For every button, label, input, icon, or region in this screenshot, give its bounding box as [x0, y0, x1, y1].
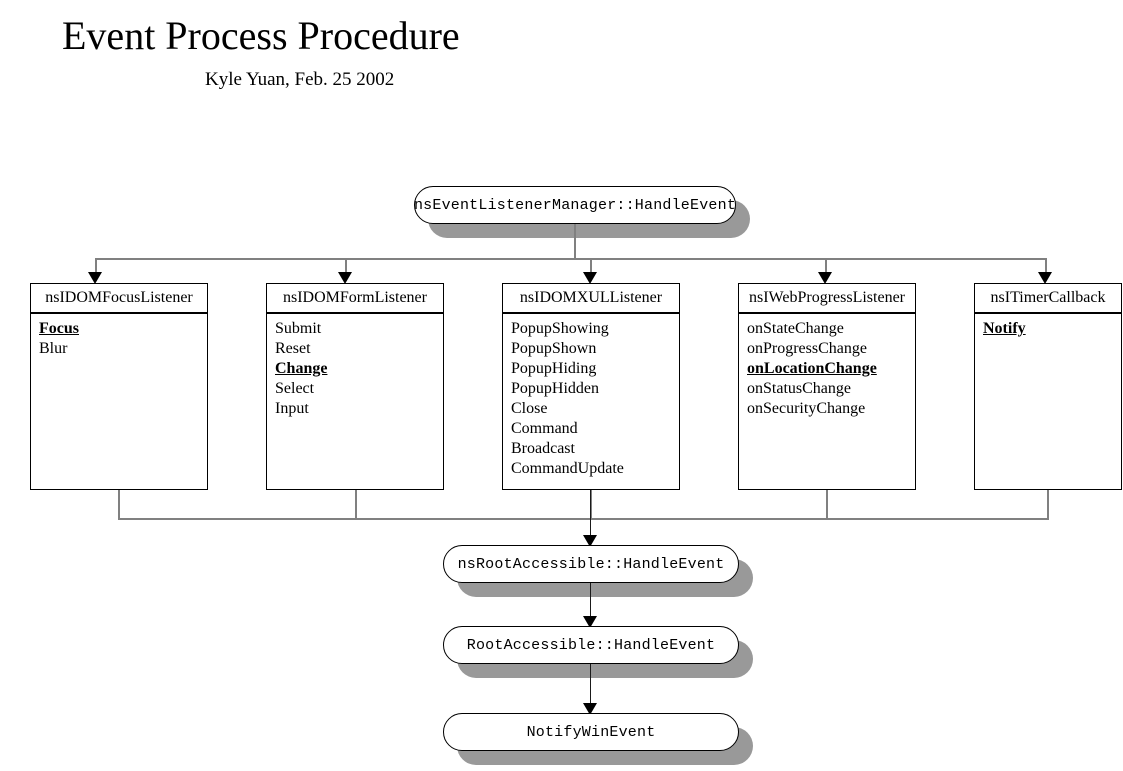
- method-item[interactable]: Focus: [39, 320, 79, 337]
- arrowhead-focus: [88, 272, 102, 284]
- arrowhead-root-accessible: [583, 535, 597, 547]
- node-entry[interactable]: nsEventListenerManager::HandleEvent: [414, 186, 750, 238]
- connector-stub-xul: [590, 490, 592, 518]
- method-item[interactable]: onProgressChange: [747, 340, 867, 357]
- connector-stub-form: [355, 490, 357, 518]
- interface-header: nsIDOMFocusListener: [30, 283, 208, 313]
- node-notify-win-event-body: NotifyWinEvent: [443, 713, 739, 751]
- page-subtitle: Kyle Yuan, Feb. 25 2002: [205, 69, 395, 90]
- node-root-accessible[interactable]: nsRootAccessible::HandleEvent: [443, 545, 753, 597]
- interface-box-nsidomformlistener[interactable]: nsIDOMFormListener Submit Reset Change S…: [266, 283, 444, 490]
- method-item[interactable]: PopupHiding: [511, 360, 597, 377]
- connector-fanout-bus: [95, 258, 1046, 260]
- node-notify-win-event-label: NotifyWinEvent: [526, 723, 656, 741]
- node-root-accessible-impl-label: RootAccessible::HandleEvent: [466, 636, 716, 654]
- method-item[interactable]: Change: [275, 360, 328, 377]
- interface-box-nsidomfocuslistener[interactable]: nsIDOMFocusListener Focus Blur: [30, 283, 208, 490]
- method-item[interactable]: onStatusChange: [747, 380, 851, 397]
- method-item[interactable]: Blur: [39, 340, 68, 357]
- method-item[interactable]: onLocationChange: [747, 360, 877, 377]
- arrowhead-webprogress: [818, 272, 832, 284]
- connector-drop-xul: [590, 258, 592, 274]
- interface-title: nsIDOMFocusListener: [45, 289, 193, 306]
- method-item[interactable]: Reset: [275, 340, 311, 357]
- node-root-accessible-impl[interactable]: RootAccessible::HandleEvent: [443, 626, 753, 678]
- method-item[interactable]: Input: [275, 400, 309, 417]
- interface-method-list: Submit Reset Change Select Input: [266, 313, 444, 490]
- node-entry-label: nsEventListenerManager::HandleEvent: [413, 196, 737, 214]
- interface-title: nsIDOMFormListener: [283, 289, 427, 306]
- interface-header: nsIDOMFormListener: [266, 283, 444, 313]
- method-item[interactable]: PopupHidden: [511, 380, 599, 397]
- method-item[interactable]: Command: [511, 420, 578, 437]
- interface-method-list: Notify: [974, 313, 1122, 490]
- method-item[interactable]: Broadcast: [511, 440, 575, 457]
- interface-box-nsiwebprogresslistener[interactable]: nsIWebProgressListener onStateChange onP…: [738, 283, 916, 490]
- node-notify-win-event[interactable]: NotifyWinEvent: [443, 713, 753, 765]
- method-item[interactable]: PopupShowing: [511, 320, 609, 337]
- interface-method-list: PopupShowing PopupShown PopupHiding Popu…: [502, 313, 680, 490]
- interface-box-nsitimercallback[interactable]: nsITimerCallback Notify: [974, 283, 1122, 490]
- connector-impl-to-notify: [590, 664, 591, 708]
- node-root-accessible-label: nsRootAccessible::HandleEvent: [457, 555, 725, 573]
- interface-title: nsIDOMXULListener: [519, 289, 663, 306]
- interface-header: nsIWebProgressListener: [738, 283, 916, 313]
- method-item[interactable]: Notify: [983, 320, 1026, 337]
- interface-method-list: onStateChange onProgressChange onLocatio…: [738, 313, 916, 490]
- connector-fanin-bus: [118, 518, 1049, 520]
- interface-method-list: Focus Blur: [30, 313, 208, 490]
- connector-to-root-accessible: [590, 490, 591, 538]
- connector-root-to-impl: [590, 583, 591, 621]
- connector-drop-form: [345, 258, 347, 274]
- connector-stub-webprogress: [826, 490, 828, 518]
- node-entry-body: nsEventListenerManager::HandleEvent: [414, 186, 736, 224]
- method-item[interactable]: CommandUpdate: [511, 460, 624, 477]
- arrowhead-root-impl: [583, 616, 597, 628]
- interface-title: nsITimerCallback: [990, 289, 1106, 306]
- node-root-accessible-impl-body: RootAccessible::HandleEvent: [443, 626, 739, 664]
- connector-drop-timer: [1045, 258, 1047, 274]
- interface-box-nsidomxullistener[interactable]: nsIDOMXULListener PopupShowing PopupShow…: [502, 283, 680, 490]
- arrowhead-timer: [1038, 272, 1052, 284]
- method-item[interactable]: Close: [511, 400, 548, 417]
- connector-drop-webprogress: [825, 258, 827, 274]
- arrowhead-form: [338, 272, 352, 284]
- interface-title: nsIWebProgressListener: [748, 289, 905, 306]
- method-item[interactable]: Submit: [275, 320, 322, 337]
- method-item[interactable]: Select: [275, 380, 315, 397]
- method-item[interactable]: onSecurityChange: [747, 400, 866, 417]
- arrowhead-xul: [583, 272, 597, 284]
- method-item[interactable]: PopupShown: [511, 340, 597, 357]
- connector-entry-stem: [574, 224, 576, 258]
- page-title: Event Process Procedure: [62, 13, 460, 58]
- interface-header: nsIDOMXULListener: [502, 283, 680, 313]
- connector-drop-focus: [95, 258, 97, 274]
- interface-header: nsITimerCallback: [974, 283, 1122, 313]
- connector-stub-focus: [118, 490, 120, 518]
- node-root-accessible-body: nsRootAccessible::HandleEvent: [443, 545, 739, 583]
- method-item[interactable]: onStateChange: [747, 320, 844, 337]
- connector-stub-timer: [1047, 490, 1049, 518]
- arrowhead-notify: [583, 703, 597, 715]
